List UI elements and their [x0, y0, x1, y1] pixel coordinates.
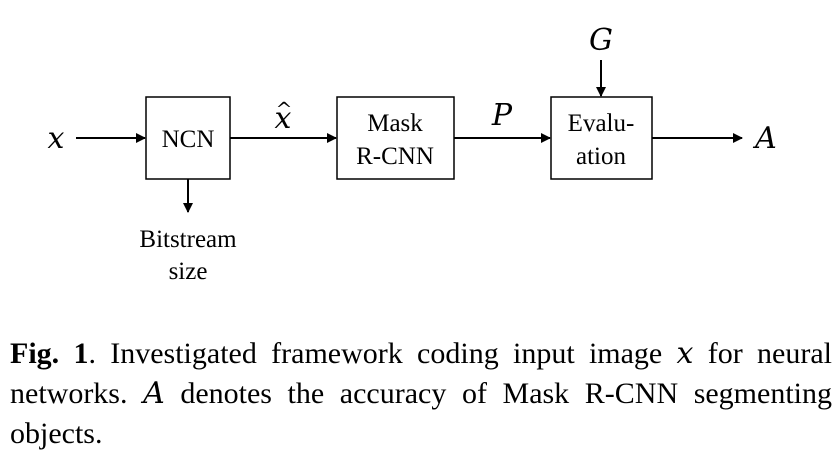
- ncn-label: NCN: [162, 126, 215, 153]
- caption-label: Fig. 1: [10, 337, 89, 370]
- caption-text-part2: for neural networks.: [10, 337, 832, 410]
- input-variable-x: x: [48, 121, 65, 156]
- caption-text-part1: . Investigated framework coding input im…: [88, 337, 677, 370]
- a-variable: A: [752, 121, 777, 156]
- caption-text-part3: denotes the accuracy of Mask R-CNN segme…: [10, 377, 833, 450]
- caption-var-x: x: [676, 336, 694, 371]
- bitstream-label-line2: size: [169, 258, 208, 285]
- evaluation-box: [550, 96, 653, 180]
- caption-var-a: A: [143, 376, 165, 411]
- p-variable: P: [491, 98, 513, 133]
- bitstream-label-line1: Bitstream: [139, 226, 237, 253]
- framework-diagram: x NCN Bitstream size x ^ Mask R-CNN P G …: [48, 23, 777, 285]
- mask-rcnn-label-line1: Mask: [367, 110, 423, 137]
- xhat-variable: x: [275, 101, 292, 136]
- evaluation-label-line2: ation: [576, 143, 626, 170]
- figure-caption: Fig. 1. Investigated framework coding in…: [10, 334, 832, 454]
- mask-rcnn-label-line2: R-CNN: [356, 143, 434, 170]
- evaluation-label-line1: Evalu-: [568, 110, 635, 137]
- xhat-accent: ^: [276, 97, 293, 121]
- g-variable: G: [589, 23, 613, 58]
